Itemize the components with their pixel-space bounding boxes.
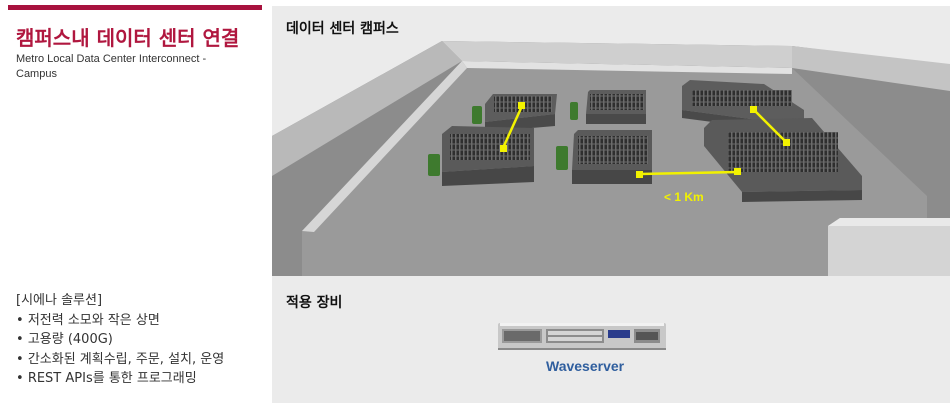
inner-wall-left — [302, 61, 467, 232]
accent-bar — [8, 5, 262, 10]
inner-wall-back — [462, 61, 792, 74]
data-center-module — [428, 126, 534, 186]
equipment-title: 적용 장비 — [286, 295, 343, 311]
wall-right — [792, 46, 950, 91]
data-center-module — [556, 130, 652, 184]
device-name: Waveserver — [546, 358, 625, 374]
right-panel: 데이터 센터 캠퍼스 < 1 Km 적용 장비 Waveserver — [272, 6, 950, 403]
distance-label: < 1 Km — [664, 190, 704, 204]
corner-building — [828, 218, 950, 276]
solution-item: REST APIs를 통한 프로그래밍 — [16, 369, 224, 389]
solution-item: 저전력 소모와 작은 상면 — [16, 311, 224, 331]
rack-server-icon — [498, 323, 666, 350]
left-panel: 캠퍼스내 데이터 센터 연결 Metro Local Data Center I… — [0, 0, 262, 409]
data-center-module — [570, 90, 646, 124]
solution-item: 고용량 (400G) — [16, 330, 224, 350]
page-subtitle: Metro Local Data Center Interconnect - C… — [16, 53, 207, 80]
solutions-heading: [시에나 솔루션] — [16, 293, 103, 308]
page-title: 캠퍼스내 데이터 센터 연결 — [16, 26, 240, 50]
wall-left — [272, 41, 462, 176]
campus-diagram — [272, 41, 950, 276]
solution-item: 간소화된 계획수립, 주문, 설치, 운영 — [16, 350, 224, 370]
interconnect-links — [500, 102, 790, 178]
wall-back — [442, 41, 792, 68]
campus-title: 데이터 센터 캠퍼스 — [286, 21, 399, 37]
solutions-list: [시에나 솔루션] 저전력 소모와 작은 상면 고용량 (400G) 간소화된 … — [16, 291, 224, 389]
